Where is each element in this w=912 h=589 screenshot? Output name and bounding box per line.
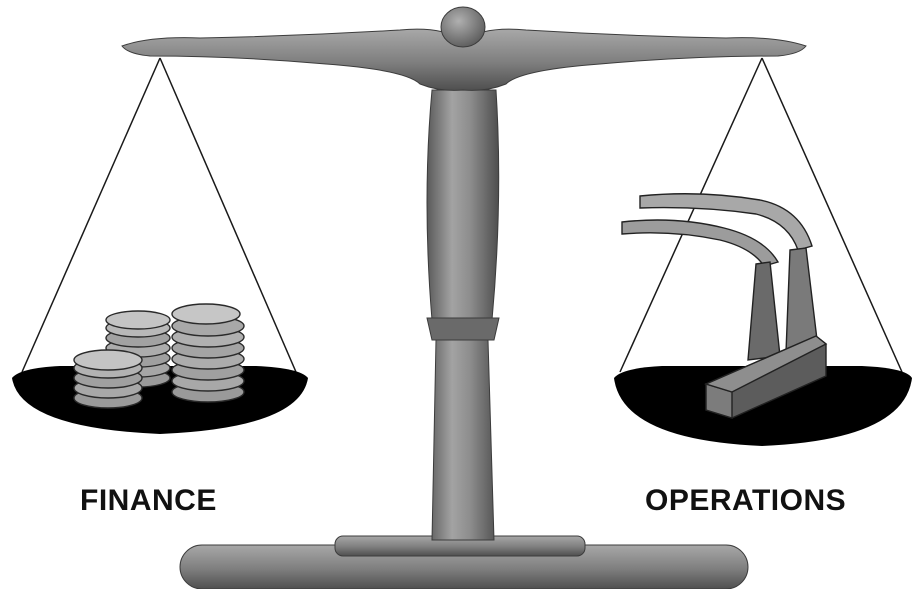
scale-base [179, 535, 749, 589]
scale-column [426, 89, 500, 541]
right-pan-strings [619, 57, 903, 373]
left-pan-strings [21, 57, 297, 373]
scale-beam [121, 6, 807, 91]
beam-knob [440, 6, 486, 48]
coin-stacks-icon [73, 303, 245, 409]
operations-label: OPERATIONS [645, 484, 847, 517]
smoke-lower [621, 219, 780, 267]
finance-label: FINANCE [80, 484, 217, 517]
right-pan [614, 366, 912, 446]
factory-icon [621, 193, 828, 419]
